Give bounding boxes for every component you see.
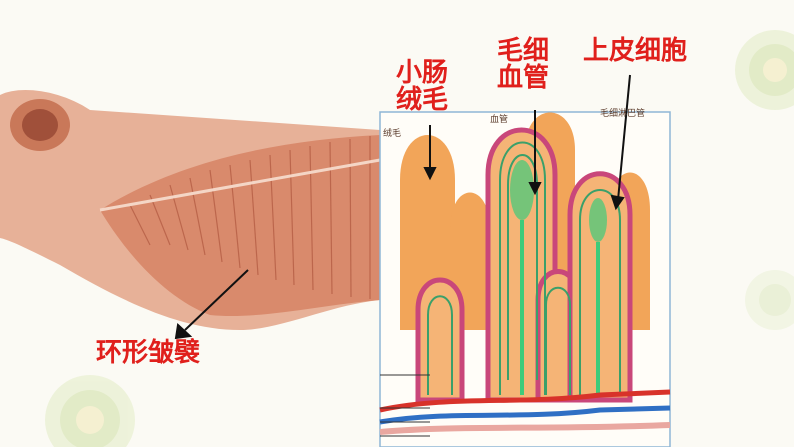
flower-decoration-bottom-left — [45, 375, 135, 447]
figure-text-villus: 绒毛 — [383, 129, 402, 139]
villus-panel — [379, 111, 671, 447]
label-circular-fold: 环形皱襞 — [96, 338, 201, 368]
label-epithelial: 上皮细胞 — [583, 36, 688, 66]
vein — [379, 405, 671, 425]
label-capillary: 毛细 血管 — [497, 36, 550, 94]
flower-decoration-top-right — [735, 30, 794, 110]
artery — [379, 389, 671, 413]
villus-shape — [415, 277, 465, 403]
figure-text-lymph: 毛细淋巴管 — [600, 109, 646, 119]
figure-text-vessel: 血管 — [490, 115, 509, 125]
flower-decoration-bottom-right — [745, 270, 794, 330]
label-villus: 小肠 绒毛 — [396, 58, 449, 116]
pointer-arrows — [174, 74, 631, 340]
intestine-illustration — [0, 90, 381, 330]
capillary-network — [427, 141, 621, 395]
lymph-vessel — [510, 160, 534, 220]
lymph-vessel — [589, 198, 607, 242]
callout-lines — [380, 374, 430, 437]
